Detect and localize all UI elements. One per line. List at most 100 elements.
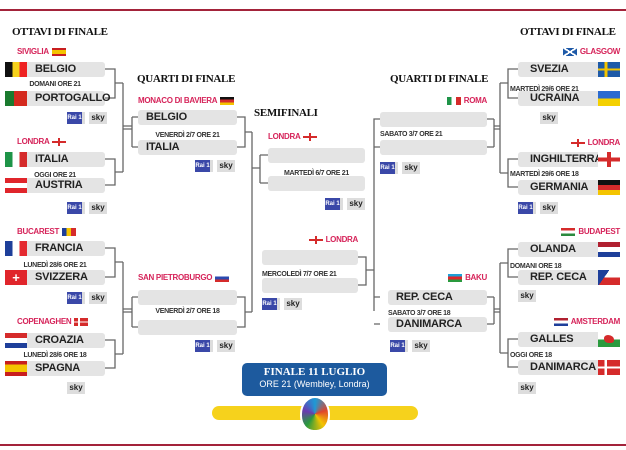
team-slot-1[interactable]: GALLES: [518, 332, 620, 347]
frame-bottom-line: [0, 444, 626, 446]
team-slot-2[interactable]: [262, 278, 358, 293]
team-slot-1[interactable]: FRANCIA: [5, 241, 105, 256]
team-name: FRANCIA: [35, 242, 84, 254]
romania-flag-icon: [62, 227, 77, 236]
sky-logo-icon: sky: [89, 292, 107, 304]
rai-logo-icon: Rai 1: [67, 292, 85, 304]
match-date: MARTEDÌ 29/6 ORE 21: [510, 86, 579, 93]
final-box: FINALE 11 LUGLIO ORE 21 (Wembley, Londra…: [242, 363, 387, 396]
tv-channels: sky: [67, 382, 85, 394]
match-date: DOMANI ORE 21: [29, 81, 81, 88]
england-flag-icon: [308, 235, 323, 244]
match-date: LUNEDÌ 28/6 ORE 18: [23, 352, 87, 359]
belgium-flag-icon: [5, 62, 27, 77]
match-date: MARTEDÌ 29/6 ORE 18: [510, 171, 579, 178]
england-flag-icon: [303, 132, 318, 141]
azerbaijan-flag-icon: [448, 273, 463, 282]
team-slot-1[interactable]: SVEZIA: [518, 62, 620, 77]
sweden-flag-icon: [598, 62, 620, 77]
venue-name: LONDRA: [325, 235, 359, 244]
team-name: REP. CECA: [530, 271, 587, 283]
sky-logo-icon: sky: [217, 160, 235, 172]
venue-name: SAN PIETROBURGO: [138, 273, 213, 282]
venue-name: MONACO DI BAVIERA: [138, 96, 218, 105]
team-slot-2[interactable]: UCRAINA: [518, 91, 620, 106]
team-name: GALLES: [530, 333, 574, 345]
team-slot-1[interactable]: CROAZIA: [5, 333, 105, 348]
netherlands-flag-icon: [553, 317, 568, 326]
team-name: ITALIA: [35, 153, 69, 165]
venue-label: AMSTERDAM: [553, 317, 621, 326]
rai-logo-icon: Rai 1: [195, 160, 213, 172]
match-date: LUNEDÌ 28/6 ORE 21: [23, 262, 87, 269]
team-name: CROAZIA: [35, 334, 84, 346]
match-date: DOMANI ORE 18: [510, 263, 562, 270]
venue-name: BUDAPEST: [578, 227, 620, 236]
venue-name: BAKU: [465, 273, 487, 282]
title-quarti-left: QUARTI DI FINALE: [137, 73, 236, 85]
team-slot-2[interactable]: DANIMARCA: [518, 360, 620, 375]
team-name: GERMANIA: [530, 181, 589, 193]
venue-name: AMSTERDAM: [570, 317, 621, 326]
england-flag-icon: [570, 138, 585, 147]
france-flag-icon: [5, 241, 27, 256]
team-slot-1[interactable]: BELGIO: [138, 110, 237, 125]
venue-name: LONDRA: [17, 137, 50, 146]
title-quarti-right: QUARTI DI FINALE: [390, 73, 489, 85]
match-date: OGGI ORE 18: [510, 352, 552, 359]
team-slot-1[interactable]: OLANDA: [518, 242, 620, 257]
tv-channels: sky: [540, 112, 558, 124]
venue-name: GLASGOW: [579, 47, 620, 56]
team-name: BELGIO: [35, 63, 76, 75]
team-slot-2[interactable]: SPAGNA: [5, 361, 105, 376]
tv-channels: sky: [518, 382, 536, 394]
venue-label: LONDRA: [308, 235, 359, 244]
sky-logo-icon: sky: [347, 198, 365, 210]
team-slot-2[interactable]: DANIMARCA: [388, 317, 487, 332]
croatia-flag-icon: [5, 333, 27, 348]
team-name: BELGIO: [146, 111, 187, 123]
team-slot-2[interactable]: ITALIA: [138, 140, 237, 155]
team-name: DANIMARCA: [530, 361, 597, 373]
team-slot-1[interactable]: [262, 250, 358, 265]
team-name: AUSTRIA: [35, 179, 83, 191]
sky-logo-icon: sky: [518, 290, 536, 302]
team-name: SPAGNA: [35, 362, 81, 374]
spain-flag-icon: [51, 47, 66, 56]
venue-name: ROMA: [463, 96, 488, 105]
england-flag-icon: [52, 137, 67, 146]
team-slot-1[interactable]: ITALIA: [5, 152, 105, 167]
team-slot-1[interactable]: BELGIO: [5, 62, 105, 77]
team-slot-1[interactable]: REP. CECA: [388, 290, 487, 305]
venue-label: LONDRA: [268, 132, 318, 141]
team-slot-1[interactable]: INGHILTERRA: [518, 152, 620, 167]
team-slot-2[interactable]: [380, 140, 487, 155]
italy-flag-icon: [446, 96, 461, 105]
team-slot-2[interactable]: AUSTRIA: [5, 178, 105, 193]
team-slot-2[interactable]: SVIZZERA: [5, 270, 105, 285]
title-ottavi-left: OTTAVI DI FINALE: [12, 26, 108, 38]
match-date: SABATO 3/7 ORE 18: [388, 310, 451, 317]
sky-logo-icon: sky: [402, 162, 420, 174]
team-slot-1[interactable]: [380, 112, 487, 127]
venue-label: LONDRA: [17, 137, 67, 146]
team-slot-1[interactable]: [268, 148, 365, 163]
team-slot-2[interactable]: [138, 320, 237, 335]
team-slot-1[interactable]: [138, 290, 237, 305]
team-slot-2[interactable]: REP. CECA: [518, 270, 620, 285]
team-slot-2[interactable]: GERMANIA: [518, 180, 620, 195]
rai-logo-icon: Rai 1: [262, 298, 280, 310]
rai-logo-icon: Rai 1: [380, 162, 398, 174]
germany-flag-icon: [220, 96, 235, 105]
venue-name: COPENAGHEN: [17, 317, 72, 326]
venue-label: GLASGOW: [562, 47, 620, 56]
sky-logo-icon: sky: [89, 112, 107, 124]
match-date: MERCOLEDÌ 7/7 ORE 21: [262, 271, 337, 278]
rai-logo-icon: Rai 1: [195, 340, 213, 352]
team-slot-2[interactable]: PORTOGALLO: [5, 91, 111, 106]
team-slot-2[interactable]: [268, 176, 365, 191]
